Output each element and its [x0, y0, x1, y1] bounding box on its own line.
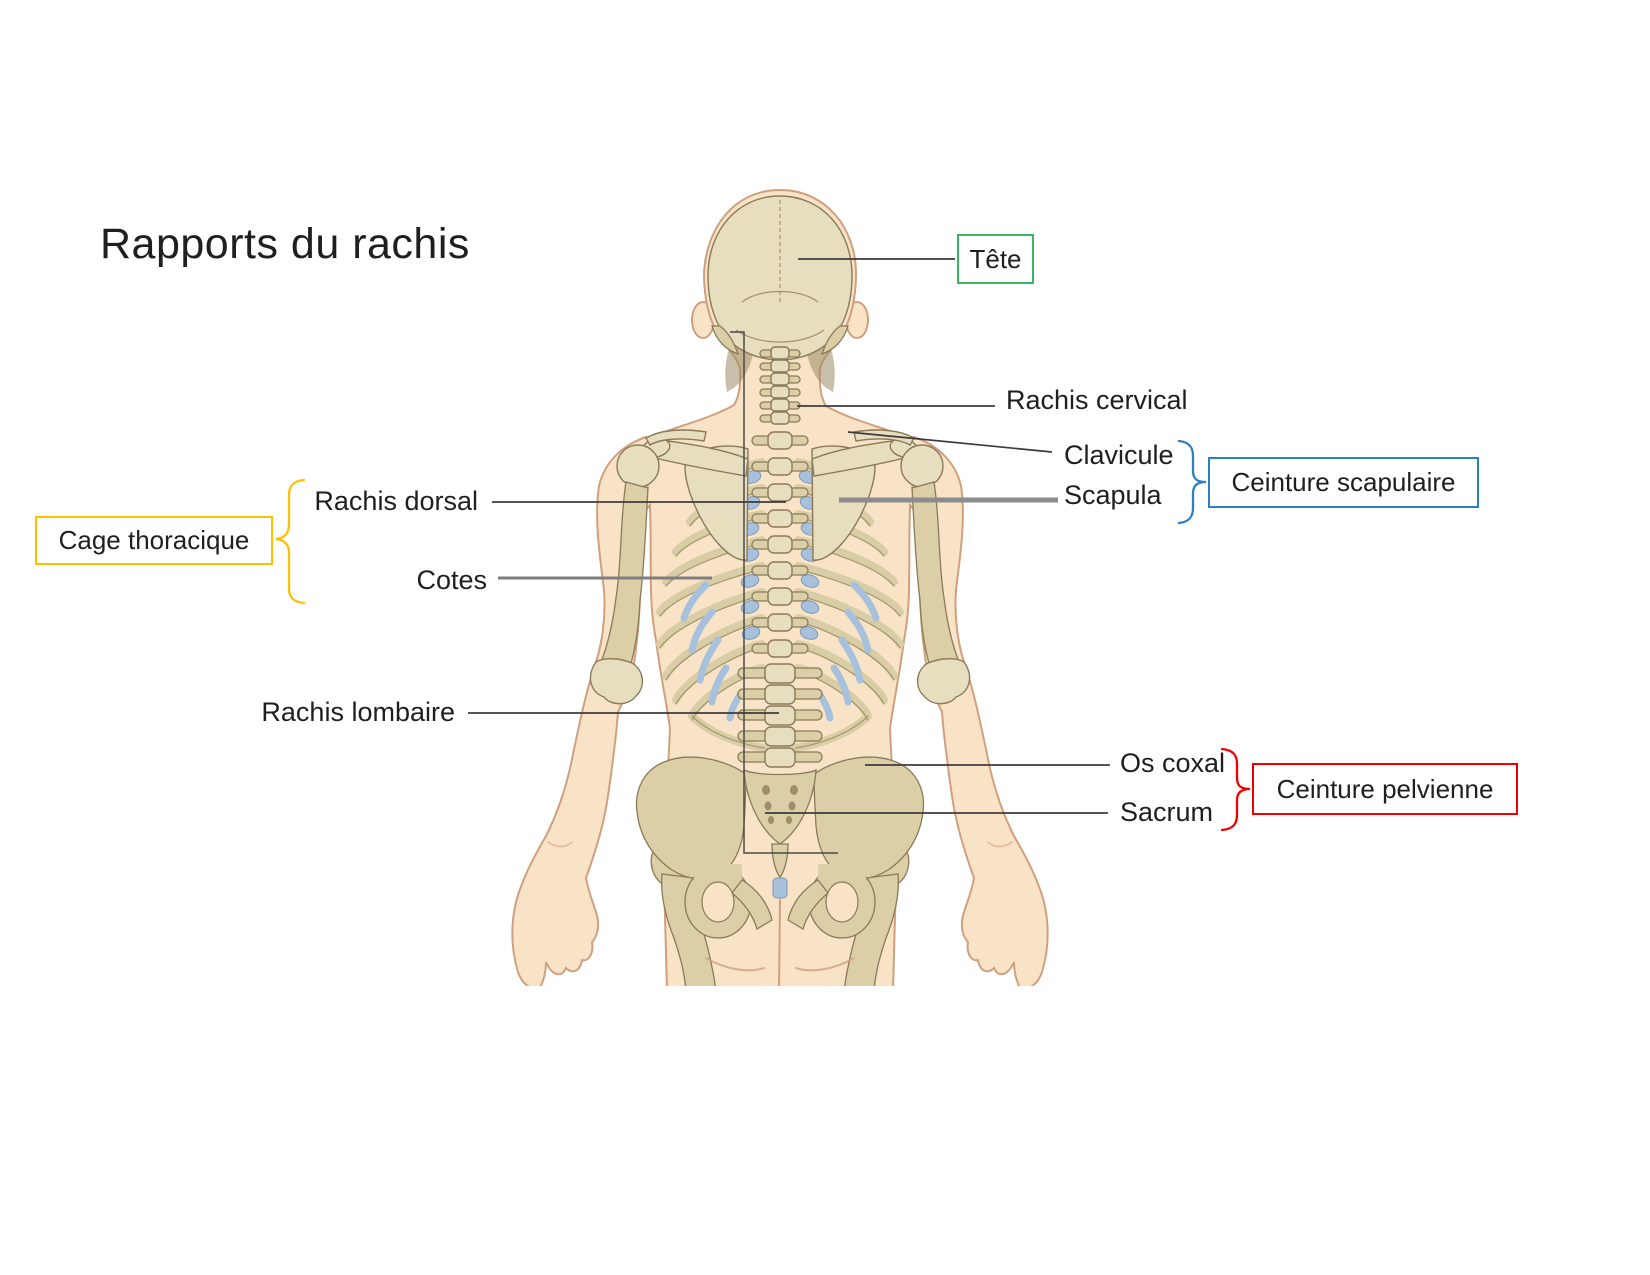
sacrum-bone [743, 768, 817, 899]
spine-reference-line [730, 331, 838, 854]
skull [707, 195, 853, 361]
ceinture-scapulaire-box: Ceinture scapulaire [1208, 457, 1479, 508]
figure-crop-edge [400, 986, 1180, 1046]
gluteal-creases [705, 899, 855, 989]
leader-lines [468, 258, 1110, 854]
label-rachis-dorsal: Rachis dorsal [314, 486, 478, 516]
label-cotes: Cotes [416, 565, 487, 595]
tete-box: Tête [957, 234, 1034, 284]
label-sacrum: Sacrum [1120, 797, 1214, 827]
ceinture-pelvienne-box: Ceinture pelvienne [1252, 763, 1518, 815]
label-clavicule: Clavicule [1064, 440, 1174, 470]
group-brackets [275, 439, 1251, 832]
cage-thoracique-box: Cage thoracique [35, 516, 273, 565]
label-scapula: Scapula [1064, 480, 1162, 510]
bracket-ceinture-scapulaire [1177, 439, 1207, 525]
page-title: Rapports du rachis [100, 220, 470, 268]
label-os-coxal: Os coxal [1120, 748, 1226, 778]
pubic-cartilage [772, 877, 788, 899]
bracket-ceinture-pelvienne [1220, 747, 1251, 832]
clavicule-leader [847, 431, 1053, 453]
label-rachis-lombaire: Rachis lombaire [261, 697, 455, 727]
bracket-cage-thoracique [275, 478, 306, 605]
cage-thoracique-box-label: Cage thoracique [58, 525, 250, 555]
ceinture-pelvienne-box-label: Ceinture pelvienne [1276, 773, 1494, 804]
label-rachis-cervical: Rachis cervical [1006, 385, 1188, 415]
ceinture-scapulaire-box-label: Ceinture scapulaire [1231, 467, 1456, 497]
tete-box-label: Tête [969, 243, 1022, 274]
